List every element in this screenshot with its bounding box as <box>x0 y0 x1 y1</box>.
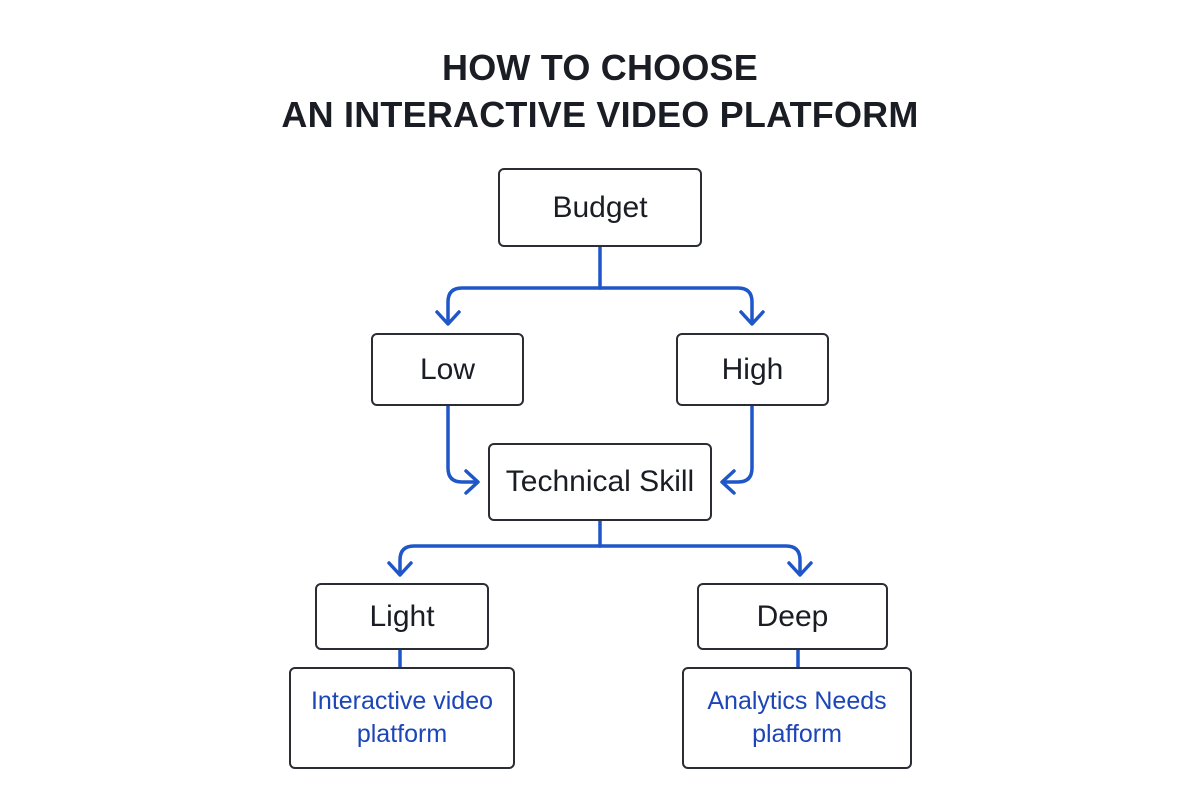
node-budget-label: Budget <box>552 190 648 224</box>
connector-high-technical <box>722 404 754 484</box>
node-deep: Deep <box>697 583 888 650</box>
node-result-left: Interactive video platform <box>289 667 515 769</box>
result-right-line-2: plafform <box>752 720 842 748</box>
connector-technical-light <box>398 544 602 574</box>
node-light-label: Light <box>369 599 435 633</box>
result-left-line-2: platform <box>356 720 448 748</box>
node-result-right: Analytics Needs plafform <box>682 667 912 769</box>
connector-budget-low <box>446 286 602 324</box>
node-high: High <box>676 333 829 406</box>
result-left-line-1: Interactive video <box>310 687 494 715</box>
connector-budget-high <box>598 286 754 324</box>
node-deep-label: Deep <box>756 599 829 633</box>
node-low: Low <box>371 333 524 406</box>
node-technical-skill: Technical Skill <box>488 443 712 521</box>
diagram-title: HOW TO CHOOSE AN INTERACTIVE VIDEO PLATF… <box>0 44 1200 138</box>
connector-low-technical <box>446 404 478 484</box>
result-right-line-1: Analytics Needs <box>707 687 887 715</box>
title-line-1: HOW TO CHOOSE <box>442 47 758 88</box>
arrowhead-low <box>435 310 461 326</box>
node-technical-skill-label: Technical Skill <box>505 465 695 498</box>
arrowhead-deep <box>787 561 813 577</box>
node-low-label: Low <box>419 352 476 386</box>
arrowhead-technical-left <box>464 469 480 495</box>
node-budget: Budget <box>498 168 702 247</box>
connector-technical-deep <box>598 544 802 574</box>
arrowhead-technical-right <box>720 469 736 495</box>
node-light: Light <box>315 583 489 650</box>
arrowhead-high <box>739 310 765 326</box>
title-line-2: AN INTERACTIVE VIDEO PLATFORM <box>281 94 919 135</box>
arrowhead-light <box>387 561 413 577</box>
node-high-label: High <box>721 352 784 386</box>
